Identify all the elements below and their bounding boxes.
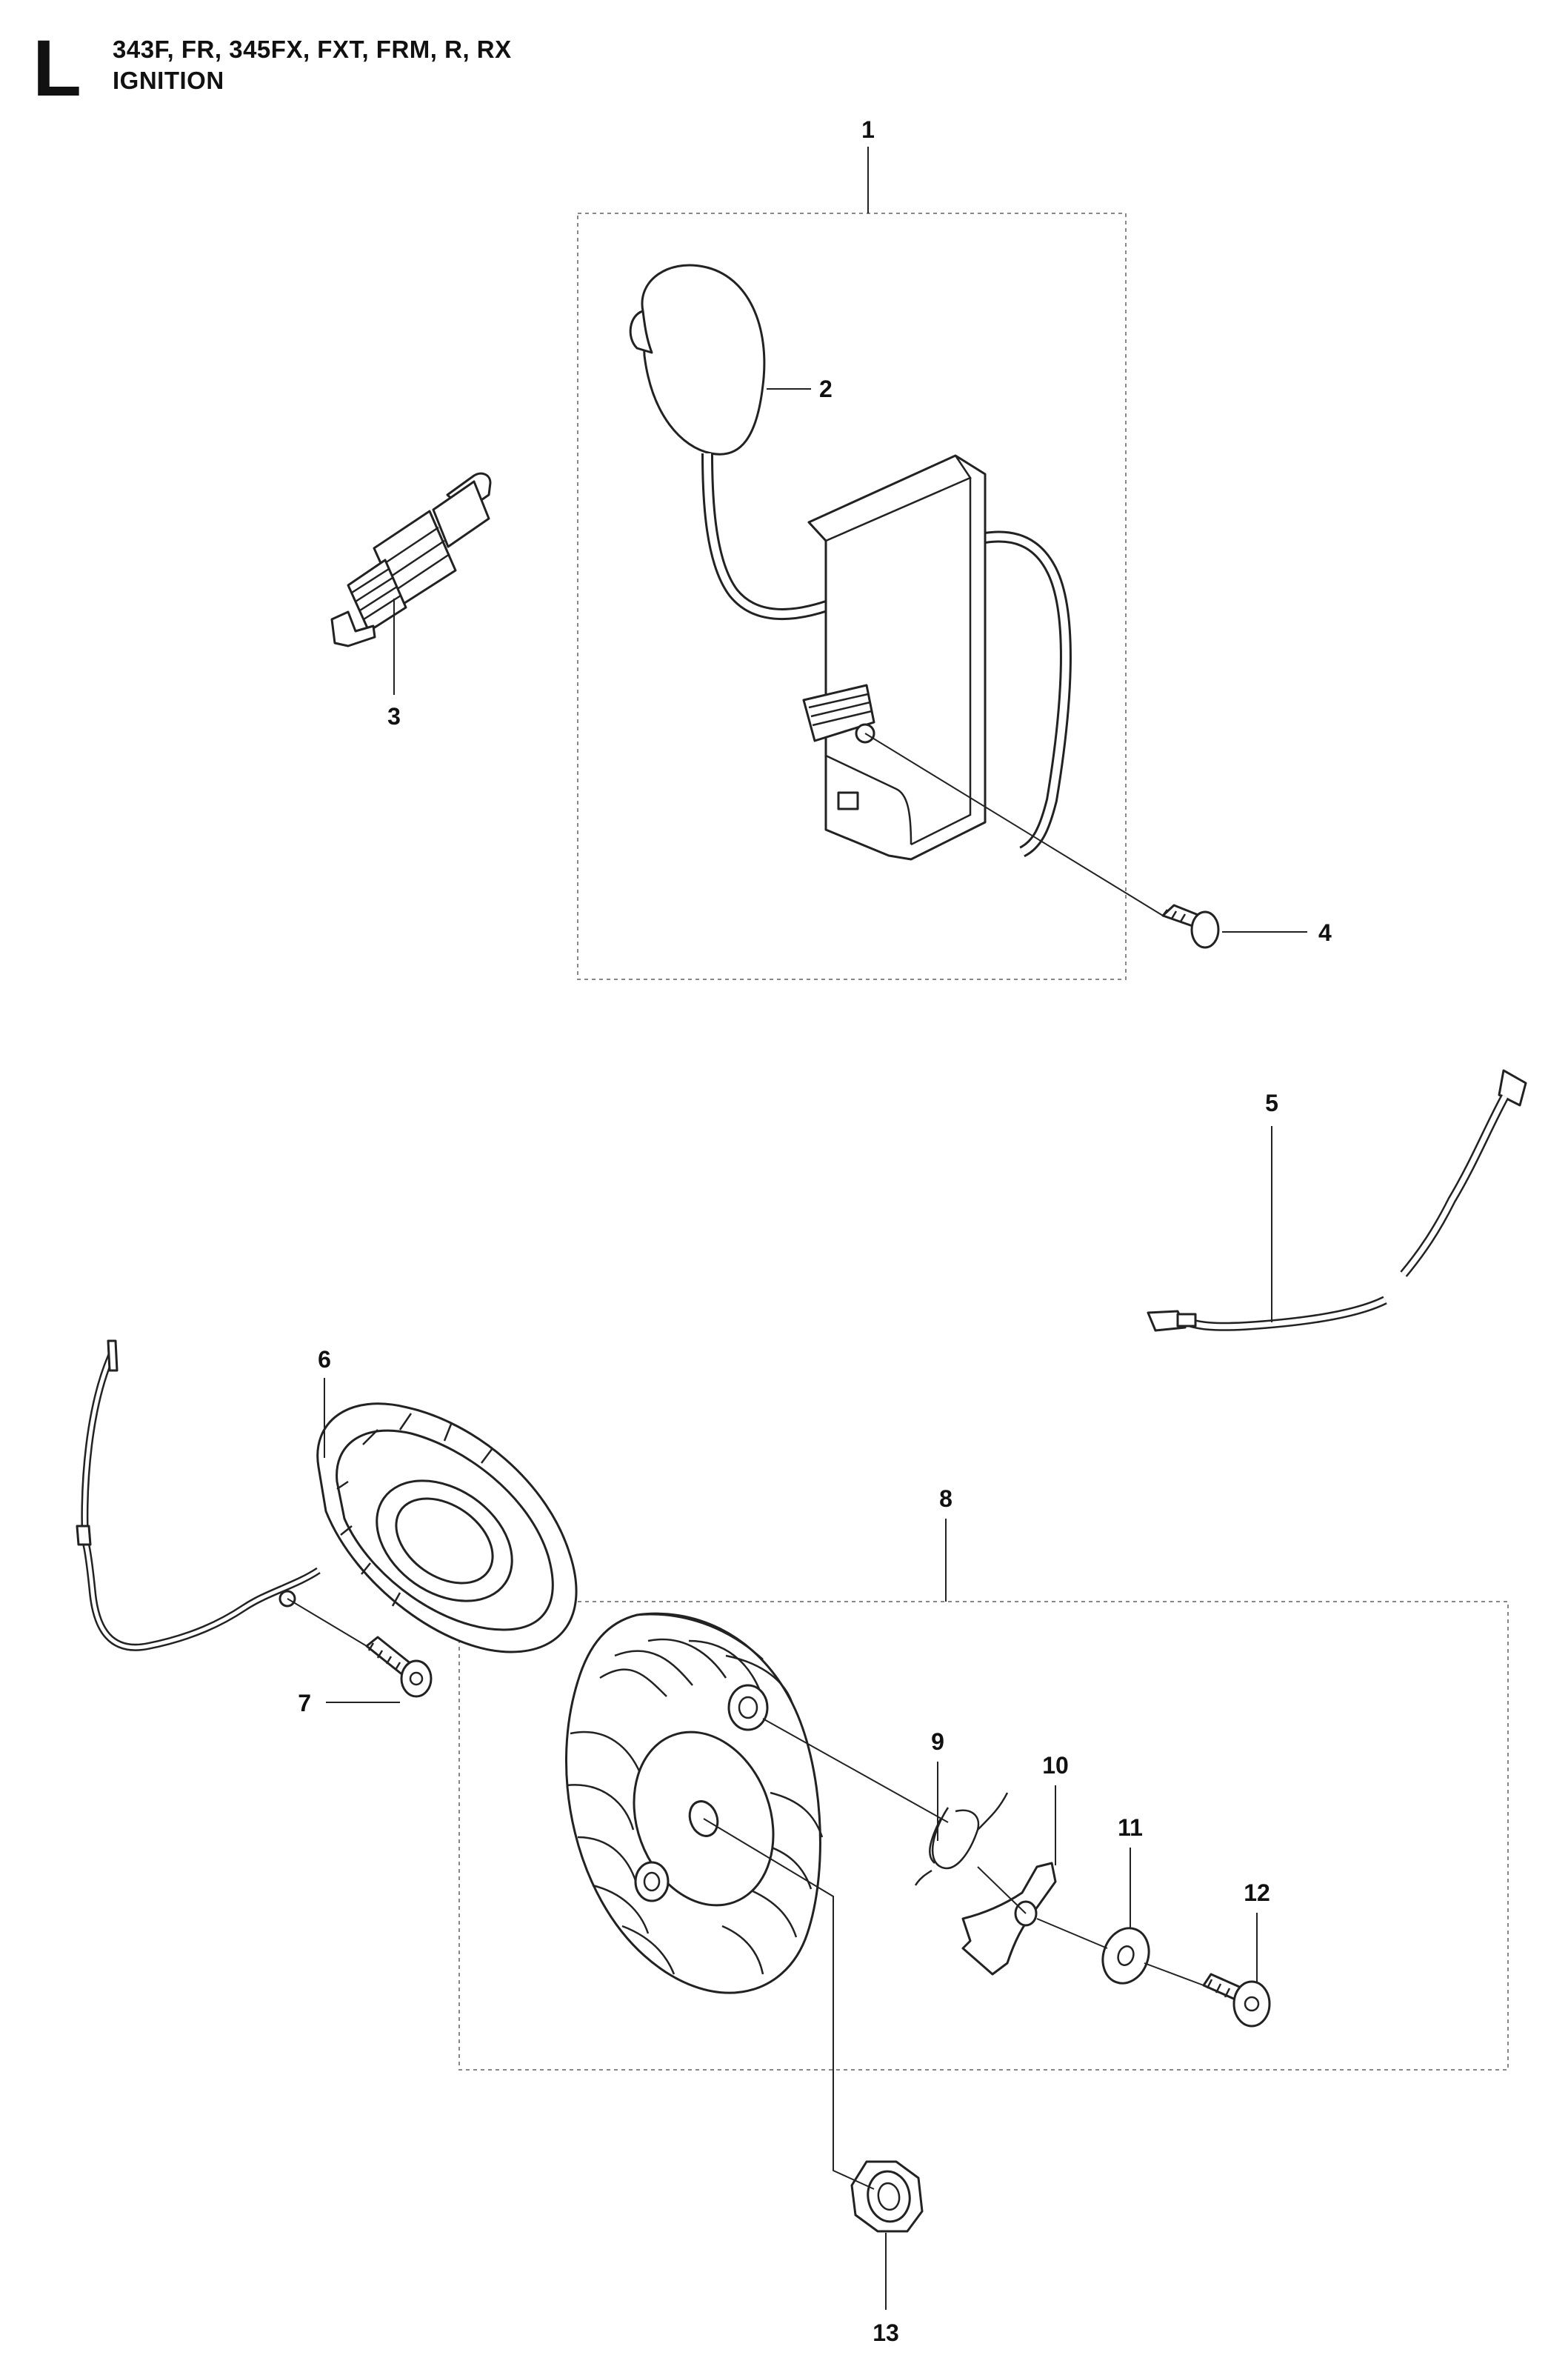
flywheel-nut (703, 1818, 924, 2233)
washer (1036, 1918, 1150, 1985)
section-letter: L (33, 23, 81, 113)
callout-8: 8 (939, 1485, 953, 1512)
stator-screw (287, 1598, 433, 1698)
callout-2: 2 (819, 376, 833, 402)
callout-9: 9 (931, 1728, 944, 1755)
callout-7: 7 (298, 1690, 311, 1716)
callout-12: 12 (1244, 1879, 1270, 1906)
pawl-screw (1144, 1962, 1271, 2028)
callout-labels: 1 2 3 4 5 6 7 8 9 10 11 12 13 (298, 116, 1332, 2346)
callout-4: 4 (1318, 919, 1332, 946)
spark-plug (330, 472, 492, 647)
callout-6: 6 (318, 1346, 331, 1373)
module-screw (864, 733, 1220, 949)
ignition-module (629, 264, 1072, 861)
ignition-module-group-box (577, 213, 1127, 980)
spring (762, 1718, 1009, 1886)
callout-3: 3 (387, 703, 401, 730)
model-list: 343F, FR, 345FX, FXT, FRM, R, RX (113, 36, 512, 63)
diagram-title: IGNITION (113, 67, 224, 94)
flywheel (565, 1612, 824, 1994)
stator-coil (76, 1339, 578, 1653)
callout-leaders (324, 147, 1307, 2310)
callout-11: 11 (1118, 1814, 1143, 1841)
callout-1: 1 (861, 116, 875, 143)
wire-harness (1147, 1069, 1527, 1332)
pawl (961, 1862, 1057, 1976)
flywheel-group-box (458, 1601, 1509, 2071)
callout-10: 10 (1042, 1752, 1069, 1779)
callout-13: 13 (873, 2319, 899, 2346)
callout-5: 5 (1265, 1090, 1278, 1116)
